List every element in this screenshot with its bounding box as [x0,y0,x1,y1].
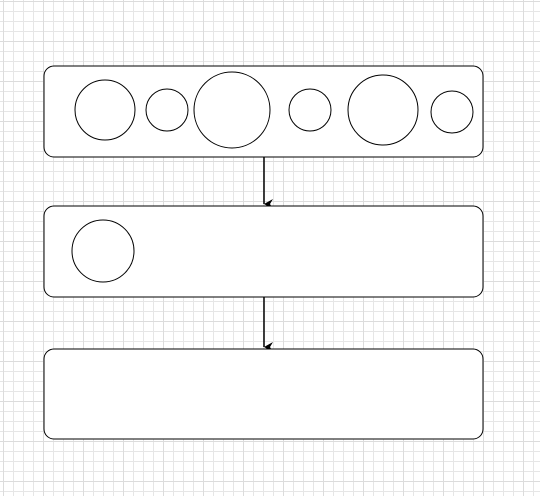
layer-1-node-6[interactable] [430,90,474,134]
layer-1-node-1[interactable] [74,79,136,141]
layer-1[interactable] [43,65,484,158]
layer-1-node-3[interactable] [193,71,271,149]
layer-1-node-5[interactable] [347,74,419,146]
layer-1-node-4[interactable] [288,88,332,132]
layer-3[interactable] [43,348,484,440]
layer-3-box[interactable] [43,348,484,440]
layer-2[interactable] [43,205,484,298]
layer-1-node-2[interactable] [145,88,189,132]
layer-2-node-1[interactable] [71,219,135,283]
